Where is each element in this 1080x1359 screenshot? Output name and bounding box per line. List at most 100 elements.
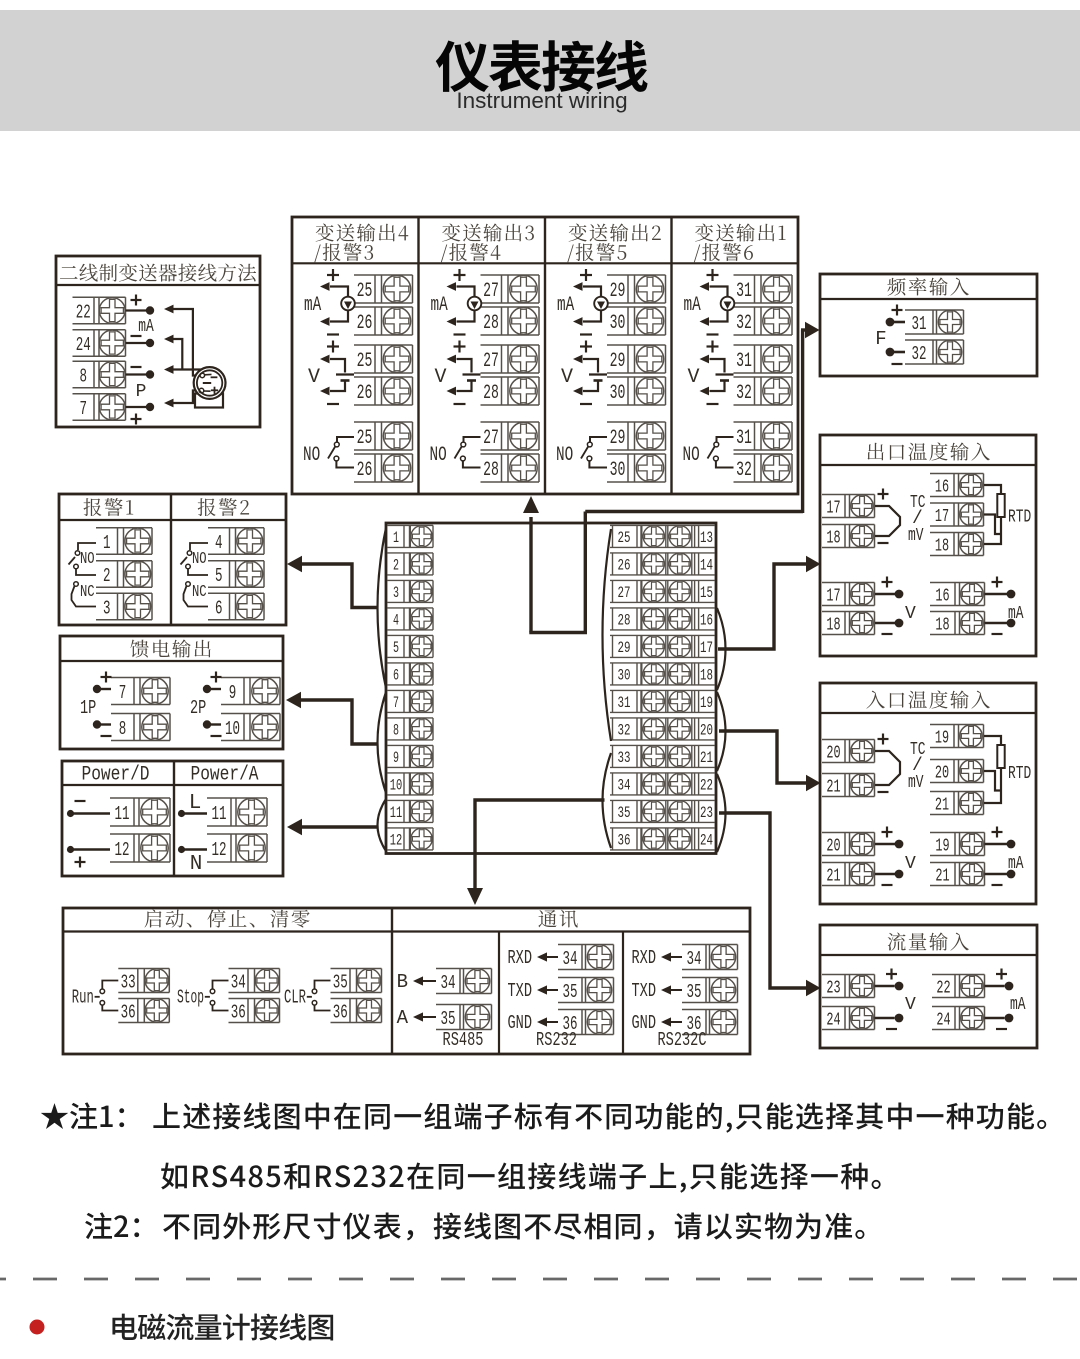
svg-text:28: 28 bbox=[618, 612, 631, 630]
svg-text:3: 3 bbox=[103, 597, 111, 619]
svg-text:/: / bbox=[912, 509, 923, 529]
svg-text:B: B bbox=[397, 971, 408, 993]
svg-text:NO: NO bbox=[683, 444, 700, 467]
svg-text:20: 20 bbox=[935, 764, 949, 784]
svg-text:29: 29 bbox=[618, 639, 631, 657]
svg-text:36: 36 bbox=[687, 1013, 702, 1035]
svg-text:18: 18 bbox=[935, 616, 949, 636]
svg-text:34: 34 bbox=[441, 972, 456, 994]
svg-text:26: 26 bbox=[357, 312, 373, 335]
svg-text:36: 36 bbox=[121, 1001, 136, 1023]
svg-text:35: 35 bbox=[563, 981, 578, 1003]
svg-text:RTD: RTD bbox=[1008, 508, 1031, 528]
svg-text:18: 18 bbox=[700, 667, 713, 685]
svg-text:V: V bbox=[308, 366, 320, 389]
svg-text:24: 24 bbox=[76, 334, 91, 356]
svg-text:34: 34 bbox=[563, 948, 578, 970]
svg-text:36: 36 bbox=[333, 1001, 348, 1023]
svg-text:19: 19 bbox=[935, 729, 949, 749]
svg-text:35: 35 bbox=[441, 1008, 456, 1030]
svg-text:25: 25 bbox=[357, 427, 373, 450]
svg-text:32: 32 bbox=[736, 312, 752, 335]
svg-text:32: 32 bbox=[736, 382, 752, 405]
svg-text:16: 16 bbox=[935, 478, 949, 498]
svg-text:32: 32 bbox=[736, 459, 752, 482]
svg-text:1: 1 bbox=[393, 529, 399, 547]
svg-text:11: 11 bbox=[212, 803, 227, 825]
svg-text:12: 12 bbox=[212, 839, 227, 861]
svg-text:34: 34 bbox=[687, 948, 702, 970]
svg-text:RS232: RS232 bbox=[536, 1029, 577, 1051]
svg-text:25: 25 bbox=[618, 529, 631, 547]
svg-text:28: 28 bbox=[483, 459, 499, 482]
svg-text:8: 8 bbox=[393, 722, 399, 740]
svg-text:32: 32 bbox=[912, 343, 927, 365]
svg-text:NO: NO bbox=[556, 444, 573, 467]
svg-text:17: 17 bbox=[826, 587, 840, 607]
svg-text:2: 2 bbox=[103, 565, 111, 587]
svg-text:mA: mA bbox=[557, 294, 574, 317]
svg-text:mA: mA bbox=[1008, 604, 1024, 624]
svg-text:V: V bbox=[905, 854, 916, 874]
svg-text:TC: TC bbox=[910, 493, 926, 513]
svg-text:36: 36 bbox=[231, 1001, 246, 1023]
svg-text:25: 25 bbox=[357, 280, 373, 303]
svg-text:mA: mA bbox=[304, 294, 321, 317]
svg-text:19: 19 bbox=[935, 837, 949, 857]
svg-text:8: 8 bbox=[79, 365, 87, 387]
svg-text:15: 15 bbox=[700, 584, 713, 602]
svg-text:GND: GND bbox=[632, 1012, 657, 1034]
svg-text:N: N bbox=[190, 853, 203, 876]
svg-text:28: 28 bbox=[483, 312, 499, 335]
svg-text:NO: NO bbox=[192, 550, 207, 569]
svg-text:P: P bbox=[136, 382, 147, 402]
svg-text:17: 17 bbox=[935, 507, 949, 527]
svg-text:24: 24 bbox=[936, 1011, 950, 1031]
svg-text:10: 10 bbox=[390, 777, 403, 795]
svg-text:4: 4 bbox=[393, 612, 399, 630]
svg-text:5: 5 bbox=[215, 565, 223, 587]
svg-text:TXD: TXD bbox=[508, 980, 533, 1002]
svg-text:36: 36 bbox=[563, 1013, 578, 1035]
svg-text:35: 35 bbox=[687, 981, 702, 1003]
svg-text:27: 27 bbox=[483, 427, 499, 450]
svg-text:mV: mV bbox=[908, 773, 924, 793]
svg-text:NO: NO bbox=[80, 550, 95, 569]
svg-text:18: 18 bbox=[826, 529, 840, 549]
svg-text:12: 12 bbox=[390, 832, 403, 850]
svg-text:26: 26 bbox=[618, 557, 631, 575]
svg-text:2: 2 bbox=[393, 557, 399, 575]
svg-text:4: 4 bbox=[215, 532, 223, 554]
svg-text:34: 34 bbox=[231, 971, 246, 993]
svg-text:31: 31 bbox=[618, 694, 631, 712]
svg-text:27: 27 bbox=[483, 350, 499, 373]
svg-text:23: 23 bbox=[826, 979, 840, 999]
svg-text:14: 14 bbox=[700, 557, 713, 575]
svg-text:6: 6 bbox=[393, 667, 399, 685]
svg-text:20: 20 bbox=[700, 722, 713, 740]
svg-text:9: 9 bbox=[229, 682, 237, 704]
svg-text:32: 32 bbox=[618, 722, 631, 740]
svg-text:24: 24 bbox=[700, 832, 713, 850]
svg-text:5: 5 bbox=[393, 639, 399, 657]
svg-text:7: 7 bbox=[393, 694, 399, 712]
svg-text:30: 30 bbox=[618, 667, 631, 685]
svg-text:27: 27 bbox=[618, 584, 631, 602]
svg-text:1P: 1P bbox=[80, 697, 96, 719]
svg-text:12: 12 bbox=[115, 839, 130, 861]
svg-text:RXD: RXD bbox=[632, 947, 657, 969]
svg-text:30: 30 bbox=[610, 459, 626, 482]
svg-text:27: 27 bbox=[483, 280, 499, 303]
svg-text:F: F bbox=[875, 328, 886, 350]
svg-text:30: 30 bbox=[610, 382, 626, 405]
svg-text:3: 3 bbox=[393, 584, 399, 602]
svg-text:8: 8 bbox=[119, 718, 127, 740]
svg-text:31: 31 bbox=[736, 280, 752, 303]
svg-text:36: 36 bbox=[618, 832, 631, 850]
svg-text:TXD: TXD bbox=[632, 980, 657, 1002]
svg-text:mV: mV bbox=[908, 526, 924, 546]
svg-text:11: 11 bbox=[115, 803, 130, 825]
svg-text:2P: 2P bbox=[190, 697, 206, 719]
svg-text:RS485: RS485 bbox=[443, 1029, 484, 1051]
svg-text:mA: mA bbox=[138, 317, 154, 337]
